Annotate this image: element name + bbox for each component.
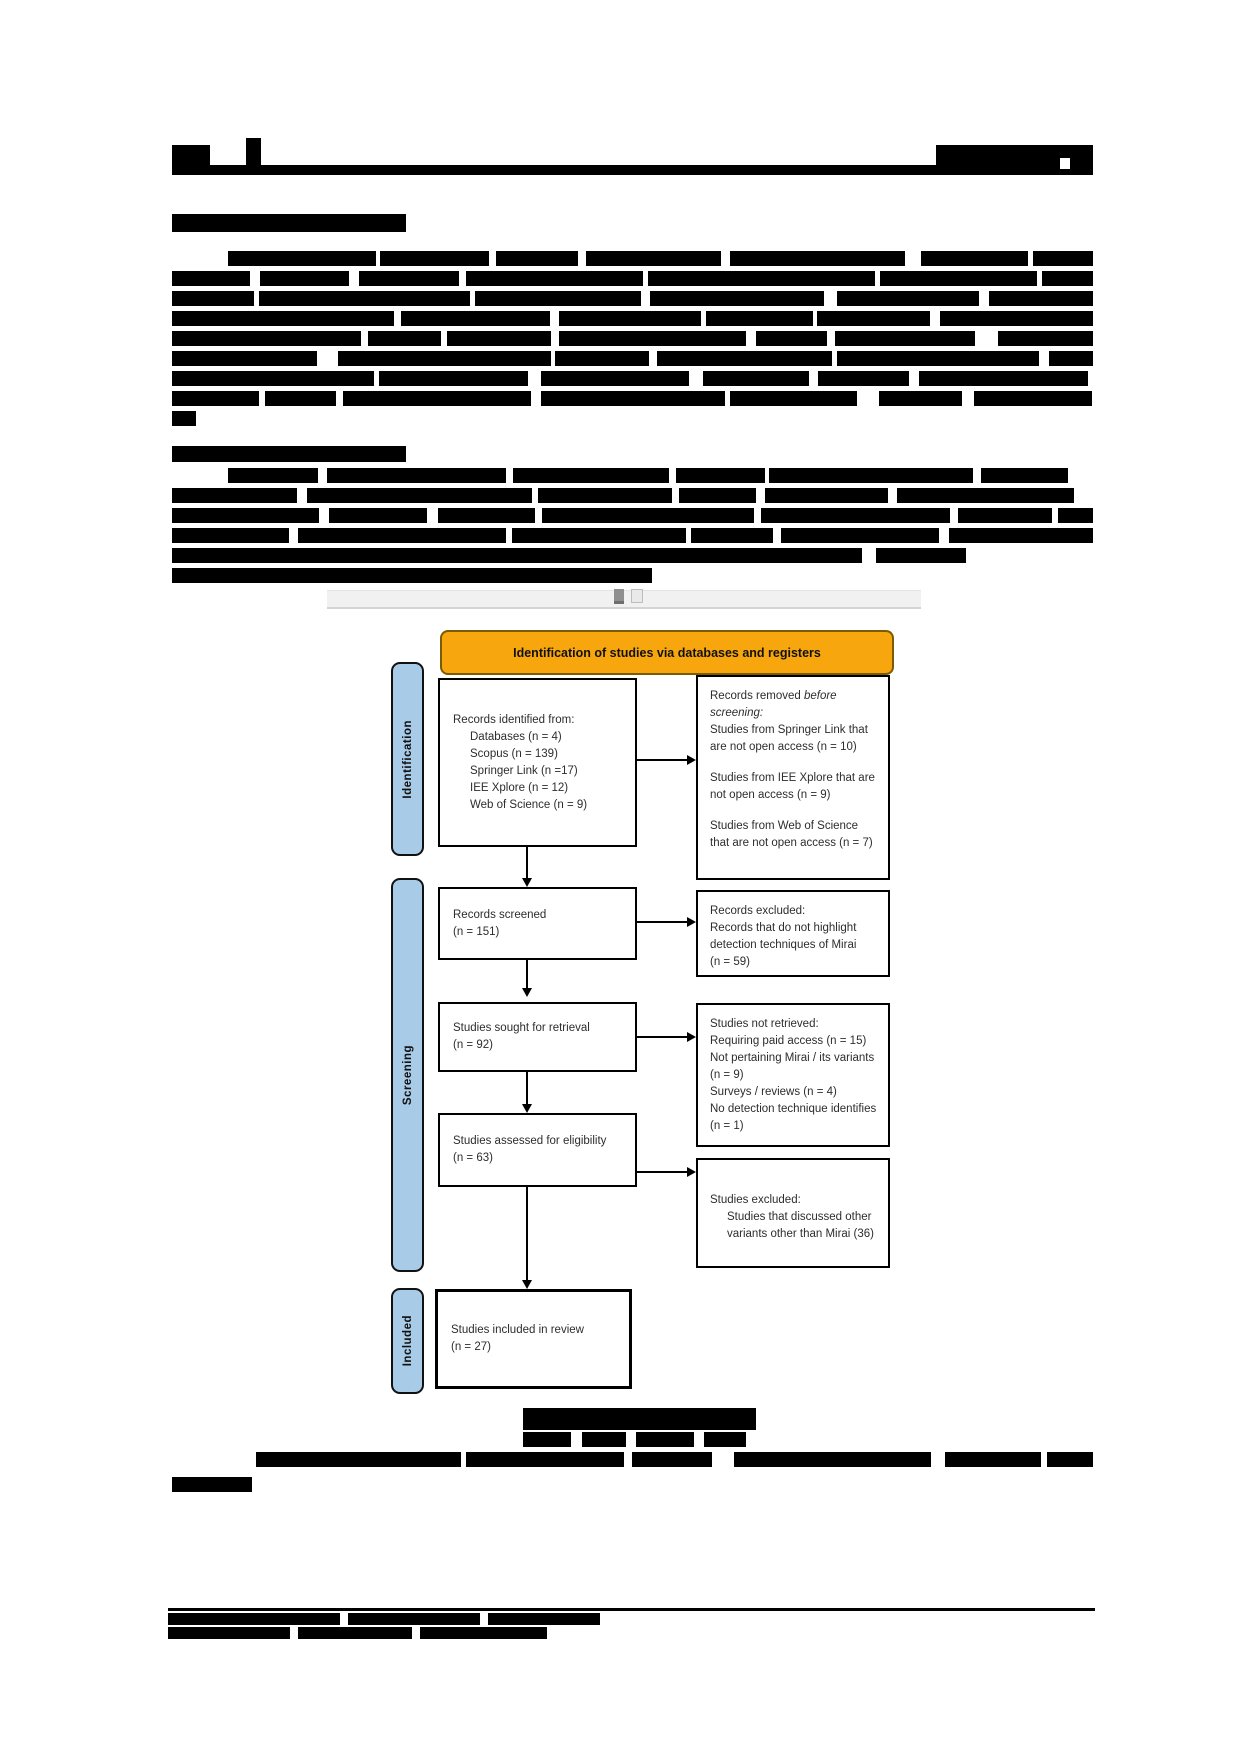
studies-included-box: Studies included in review (n = 27) xyxy=(435,1289,632,1389)
stage-label-identification: Identification xyxy=(391,662,424,856)
redacted-text-line xyxy=(172,391,1093,406)
arrow-down-2 xyxy=(526,960,528,989)
redacted-section-heading xyxy=(172,214,406,232)
diagram-title-banner: Identification of studies via databases … xyxy=(440,630,894,675)
arrow-right-3-head xyxy=(687,1032,696,1042)
embed-toolbar xyxy=(327,590,921,609)
arrow-right-1 xyxy=(637,759,687,761)
redacted-paragraph xyxy=(172,468,1093,548)
redacted-text-line xyxy=(172,508,1093,523)
diagram-title: Identification of studies via databases … xyxy=(513,645,821,660)
arrow-right-2 xyxy=(637,921,687,923)
arrow-down-2-head xyxy=(522,988,532,997)
redacted-text-line xyxy=(256,1452,1093,1467)
arrow-down-4-head xyxy=(522,1280,532,1289)
redacted-footer-line xyxy=(168,1613,600,1625)
redacted-paragraph xyxy=(172,251,1093,411)
studies-not-retrieved-box: Studies not retrieved: Requiring paid ac… xyxy=(696,1003,890,1147)
redacted-text-line xyxy=(172,528,1093,543)
header-rule xyxy=(172,165,1093,175)
redacted-figure-caption-line2 xyxy=(523,1432,746,1447)
arrow-down-1-head xyxy=(522,878,532,887)
arrow-down-1 xyxy=(526,847,528,879)
redacted-text-line xyxy=(228,251,1093,266)
arrow-right-4 xyxy=(637,1171,687,1173)
records-identified-box: Records identified from: Databases (n = … xyxy=(438,678,637,847)
arrow-right-3 xyxy=(637,1036,687,1038)
arrow-down-4 xyxy=(526,1187,528,1281)
arrow-right-1-head xyxy=(687,755,696,765)
redacted-text-line xyxy=(172,1477,252,1492)
redacted-footer-line xyxy=(168,1627,547,1639)
studies-excluded-box: Studies excluded: Studies that discussed… xyxy=(696,1158,890,1268)
embed-toolbar-icon-filled[interactable] xyxy=(614,589,624,604)
redacted-text-line xyxy=(172,311,1093,326)
redacted-text-line xyxy=(172,488,1093,503)
redacted-text-line xyxy=(172,548,966,563)
redacted-figure-caption xyxy=(523,1408,756,1430)
redacted-text-line xyxy=(172,568,652,583)
redacted-paragraph xyxy=(172,1452,1093,1472)
redacted-text-line xyxy=(172,371,1093,386)
redacted-text-line xyxy=(228,468,1093,483)
redacted-text-line xyxy=(172,411,196,426)
header-block-notch xyxy=(1060,158,1070,169)
arrow-right-4-head xyxy=(687,1167,696,1177)
studies-sought-box: Studies sought for retrieval (n = 92) xyxy=(438,1002,637,1072)
stage-label-screening: Screening xyxy=(391,878,424,1272)
embed-toolbar-icon-outline[interactable] xyxy=(631,589,643,603)
records-screened-box: Records screened (n = 151) xyxy=(438,887,637,960)
arrow-right-2-head xyxy=(687,917,696,927)
redacted-section-heading xyxy=(172,446,406,462)
redacted-text-line xyxy=(172,271,1093,286)
redacted-text-line xyxy=(172,291,1093,306)
arrow-down-3 xyxy=(526,1072,528,1105)
redacted-header-block xyxy=(246,138,261,171)
redacted-text-line xyxy=(172,331,1093,346)
studies-assessed-box: Studies assessed for eligibility (n = 63… xyxy=(438,1113,637,1187)
records-removed-box: Records removed before screening: Studie… xyxy=(696,675,890,880)
redacted-text-line xyxy=(172,351,1093,366)
records-excluded-box: Records excluded: Records that do not hi… xyxy=(696,890,890,977)
footer-rule xyxy=(168,1608,1095,1611)
arrow-down-3-head xyxy=(522,1104,532,1113)
stage-label-included: Included xyxy=(391,1288,424,1394)
